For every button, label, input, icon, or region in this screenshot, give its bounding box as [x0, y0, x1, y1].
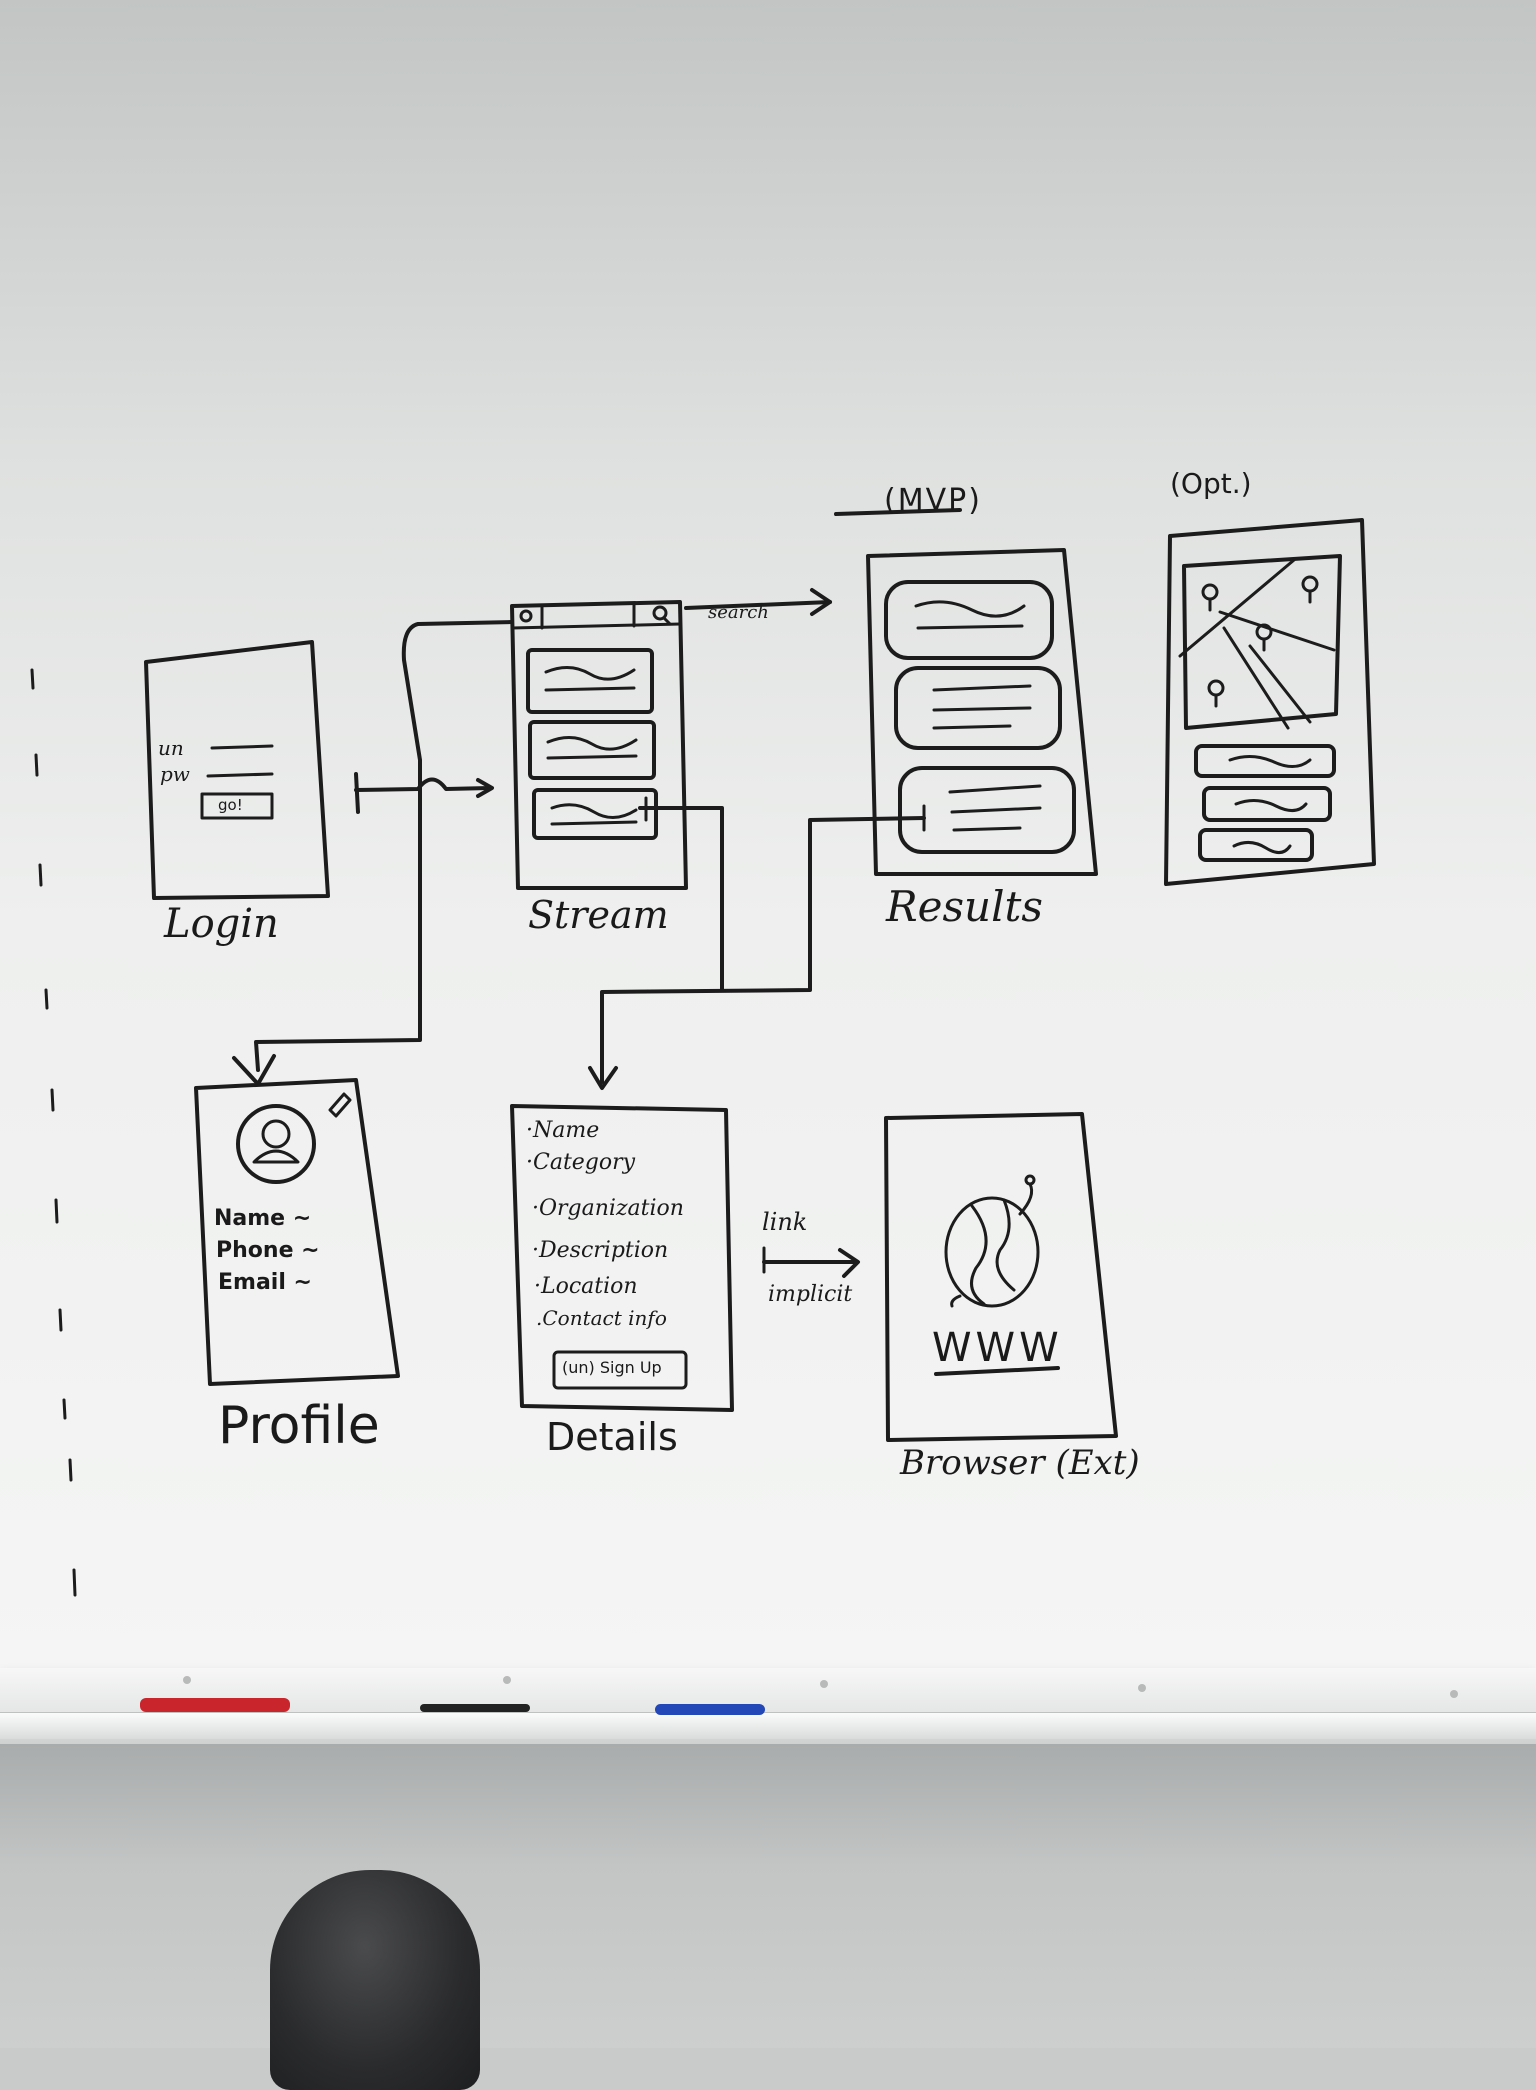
stream-card-1	[526, 648, 654, 714]
details-title: Details	[546, 1415, 678, 1459]
details-field-description: ·Description	[532, 1238, 669, 1263]
stream-screen	[510, 600, 688, 890]
red-marker[interactable]	[140, 1698, 290, 1712]
details-field-category: ·Category	[526, 1150, 636, 1175]
login-frame	[144, 640, 330, 900]
login-title: Login	[164, 901, 279, 947]
login-pw-label: pw	[160, 762, 190, 786]
stream-card-2	[528, 720, 656, 780]
tray-bolt	[820, 1680, 828, 1688]
whiteboard	[0, 0, 1536, 1668]
search-icon	[652, 605, 668, 621]
un-line	[210, 744, 274, 750]
profile-field-name: Name ~	[214, 1206, 312, 1231]
details-field-contact-info: .Contact info	[536, 1306, 667, 1330]
stream-title: Stream	[528, 893, 669, 937]
pencil-icon	[328, 1092, 352, 1118]
details-frame	[510, 1104, 734, 1412]
details-screen	[510, 1104, 734, 1412]
marker-tray-lip	[0, 1712, 1536, 1739]
to-details-arrow	[588, 796, 926, 1090]
map-screen	[1164, 518, 1376, 886]
pw-line	[206, 772, 274, 778]
profile-frame	[194, 1078, 400, 1386]
details-field-name: ·Name	[526, 1118, 600, 1143]
profile-title: Profile	[218, 1396, 380, 1456]
stream-top-bar	[510, 622, 682, 630]
login-un-label: un	[158, 736, 184, 760]
browser-title: Browser (Ext)	[900, 1443, 1140, 1483]
avatar-icon	[261, 1119, 291, 1149]
avatar-icon	[519, 609, 533, 623]
wireframe-sketch	[30, 508, 1376, 1597]
results-annotation: (MVP)	[884, 483, 982, 518]
map-annotation: (Opt.)	[1170, 467, 1252, 500]
implicit-label: implicit	[768, 1282, 853, 1307]
result-card-1	[884, 580, 1054, 660]
globe-icon	[944, 1174, 1040, 1308]
map-list-card-3	[1198, 828, 1314, 862]
tray-bolt	[1450, 1690, 1458, 1698]
stream-to-profile-arrow	[232, 620, 514, 1086]
result-card-2	[894, 666, 1062, 750]
profile-field-email: Email ~	[218, 1270, 312, 1295]
profile-screen	[194, 1078, 400, 1386]
tray-bolt	[503, 1676, 511, 1684]
result-card-3	[898, 766, 1076, 854]
login-screen	[144, 640, 330, 900]
results-frame	[866, 548, 1098, 876]
browser-www-label: WWW	[932, 1325, 1063, 1371]
login-go-button[interactable]: go!	[218, 796, 243, 814]
results-title: Results	[886, 882, 1043, 931]
office-chair	[270, 1870, 480, 2090]
blue-marker[interactable]	[655, 1704, 765, 1715]
details-signup-button[interactable]: (un) Sign Up	[562, 1358, 662, 1377]
stream-frame	[510, 600, 688, 890]
details-field-organization: ·Organization	[532, 1196, 684, 1221]
map-pin-icon	[1201, 575, 1319, 708]
browser-screen	[884, 1112, 1118, 1442]
details-to-browser-arrow	[762, 1246, 860, 1278]
map-area	[1182, 554, 1342, 730]
signup-button-box	[552, 1350, 688, 1390]
map-frame	[1164, 518, 1376, 886]
wall	[0, 1744, 1536, 2048]
tray-bolt	[1138, 1684, 1146, 1692]
map-list-card-2	[1202, 786, 1332, 822]
login-to-stream-arrow	[354, 772, 494, 814]
tray-bolt	[183, 1676, 191, 1684]
stream-card-3	[532, 788, 658, 840]
profile-field-phone: Phone ~	[216, 1238, 320, 1263]
results-screen	[834, 508, 1098, 876]
margin-dashes	[30, 668, 77, 1597]
map-list-card-1	[1194, 744, 1336, 778]
details-field-location: ·Location	[534, 1274, 638, 1299]
browser-frame	[884, 1112, 1118, 1442]
mvp-underline	[834, 508, 962, 516]
search-arrow	[684, 588, 832, 616]
www-underline	[934, 1366, 1060, 1376]
profile-avatar-circle	[236, 1104, 316, 1184]
search-arrow-label: search	[708, 602, 769, 623]
black-marker[interactable]	[420, 1704, 530, 1712]
go-button-box	[200, 792, 274, 820]
link-label: link	[762, 1208, 808, 1236]
